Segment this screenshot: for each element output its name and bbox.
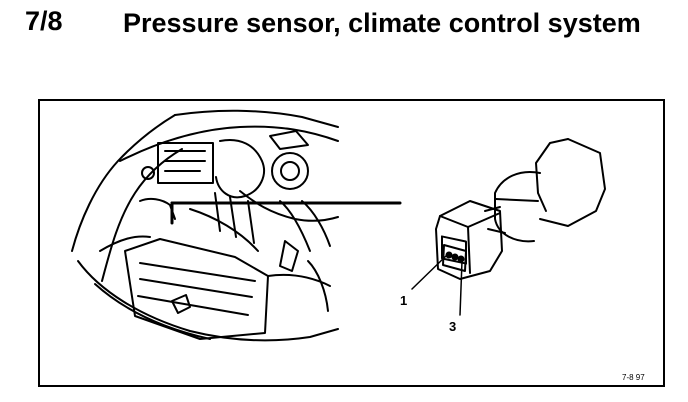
pressure-sensor-illustration — [411, 138, 606, 316]
figure-code: 7-8 97 — [622, 373, 645, 382]
callout-label-1: 1 — [400, 293, 408, 308]
section-title: Pressure sensor, climate control system — [123, 8, 641, 38]
figure-illustration — [71, 109, 606, 342]
callout-label-3: 3 — [449, 319, 457, 334]
section-number: 7/8 — [25, 6, 63, 36]
figure-frame: 1 3 7-8 97 — [38, 99, 665, 387]
engine-bay-illustration — [71, 109, 402, 342]
